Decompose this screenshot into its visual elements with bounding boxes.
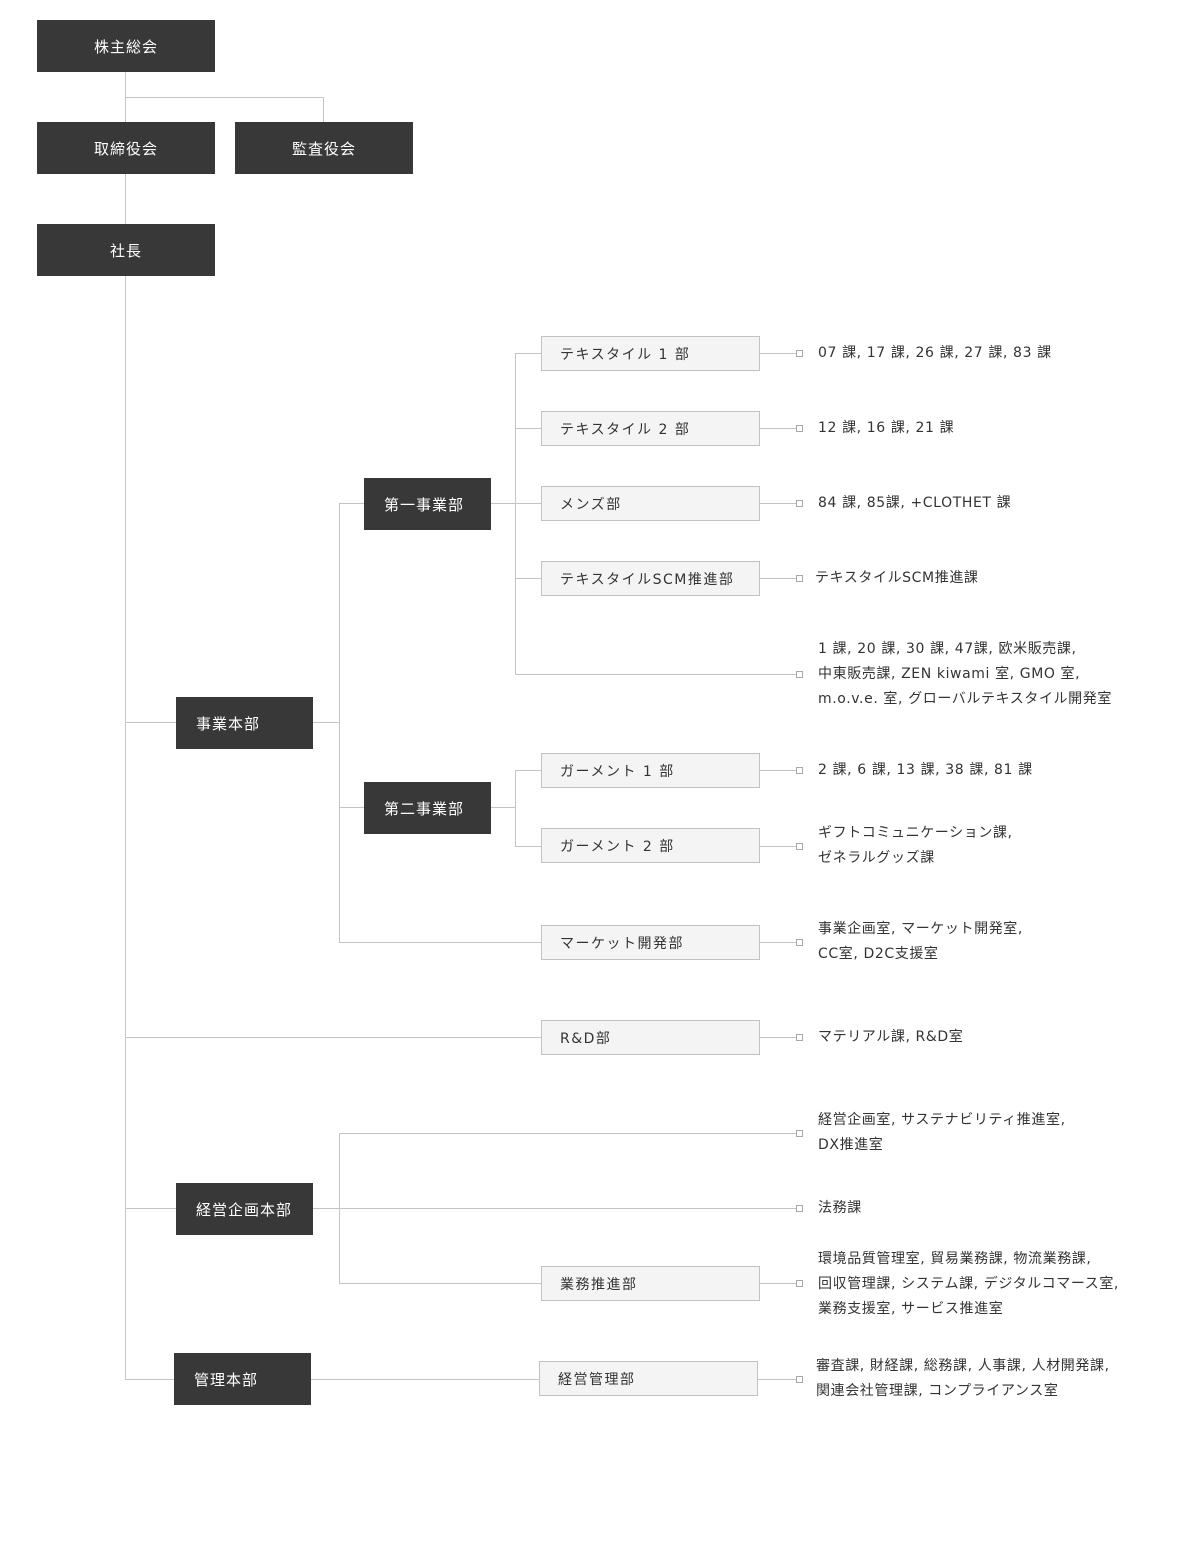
- section-line: 84 課, 85課, +CLOTHET 課: [818, 495, 1012, 511]
- sections-management-admin: 審査課, 財経課, 総務課, 人事課, 人材開発課, 関連会社管理課, コンプラ…: [816, 1354, 1110, 1404]
- node-business-hq: 事業本部: [176, 697, 313, 749]
- node-dept-management-admin: 経営管理部: [539, 1361, 758, 1396]
- section-line: 環境品質管理室, 貿易業務課, 物流業務課,: [818, 1251, 1092, 1267]
- section-line: 07 課, 17 課, 26 課, 27 課, 83 課: [818, 345, 1052, 361]
- section-line: 1 課, 20 課, 30 課, 47課, 欧米販売課,: [818, 641, 1077, 657]
- section-line: 2 課, 6 課, 13 課, 38 課, 81 課: [818, 762, 1033, 778]
- section-line: 中東販売課, ZEN kiwami 室, GMO 室,: [818, 666, 1081, 682]
- section-line: 審査課, 財経課, 総務課, 人事課, 人材開発課,: [816, 1358, 1110, 1374]
- sections-textile-2: 12 課, 16 課, 21 課: [818, 416, 954, 441]
- node-dept-rnd: R&D部: [541, 1020, 760, 1055]
- section-line: CC室, D2C支援室: [818, 946, 939, 962]
- section-line: 回収管理課, システム課, デジタルコマース室,: [818, 1276, 1119, 1292]
- sections-first-division-direct: 1 課, 20 課, 30 課, 47課, 欧米販売課, 中東販売課, ZEN …: [818, 637, 1112, 712]
- section-line: 関連会社管理課, コンプライアンス室: [816, 1383, 1059, 1399]
- node-dept-mens: メンズ部: [541, 486, 760, 521]
- node-dept-garment-2: ガーメント 2 部: [541, 828, 760, 863]
- section-line: ゼネラルグッズ課: [818, 850, 935, 866]
- connector-marker: [796, 575, 803, 582]
- connector-marker: [796, 671, 803, 678]
- connector-marker: [796, 1205, 803, 1212]
- connector-marker: [796, 425, 803, 432]
- node-dept-garment-1: ガーメント 1 部: [541, 753, 760, 788]
- sections-garment-1: 2 課, 6 課, 13 課, 38 課, 81 課: [818, 758, 1033, 783]
- section-line: 12 課, 16 課, 21 課: [818, 420, 955, 436]
- node-president: 社長: [37, 224, 215, 276]
- section-line: 法務課: [818, 1200, 862, 1216]
- sections-legal: 法務課: [818, 1196, 862, 1221]
- node-dept-textile-1: テキスタイル 1 部: [541, 336, 760, 371]
- node-dept-business-promotion: 業務推進部: [541, 1266, 760, 1301]
- connector-marker: [796, 843, 803, 850]
- section-line: 事業企画室, マーケット開発室,: [818, 921, 1023, 937]
- section-line: ギフトコミュニケーション課,: [818, 825, 1013, 841]
- connector-marker: [796, 1280, 803, 1287]
- sections-mens: 84 課, 85課, +CLOTHET 課: [818, 491, 1011, 516]
- node-dept-textile-scm: テキスタイルSCM推進部: [541, 561, 760, 596]
- section-line: 経営企画室, サステナビリティ推進室,: [818, 1112, 1066, 1128]
- node-board-of-directors: 取締役会: [37, 122, 215, 174]
- sections-market-development: 事業企画室, マーケット開発室, CC室, D2C支援室: [818, 917, 1023, 967]
- sections-textile-1: 07 課, 17 課, 26 課, 27 課, 83 課: [818, 341, 1052, 366]
- section-line: マテリアル課, R&D室: [818, 1029, 964, 1045]
- connector-marker: [796, 350, 803, 357]
- node-dept-market-development: マーケット開発部: [541, 925, 760, 960]
- sections-business-promotion: 環境品質管理室, 貿易業務課, 物流業務課, 回収管理課, システム課, デジタ…: [818, 1247, 1119, 1322]
- sections-garment-2: ギフトコミュニケーション課, ゼネラルグッズ課: [818, 821, 1013, 871]
- connector-marker: [796, 1376, 803, 1383]
- connector-marker: [796, 767, 803, 774]
- sections-textile-scm: テキスタイルSCM推進課: [815, 566, 979, 591]
- node-audit-board: 監査役会: [235, 122, 413, 174]
- node-second-division: 第二事業部: [364, 782, 491, 834]
- connector-marker: [796, 1130, 803, 1137]
- node-dept-textile-2: テキスタイル 2 部: [541, 411, 760, 446]
- section-line: m.o.v.e. 室, グローバルテキスタイル開発室: [818, 691, 1112, 707]
- node-first-division: 第一事業部: [364, 478, 491, 530]
- node-planning-hq: 経営企画本部: [176, 1183, 313, 1235]
- connector-marker: [796, 500, 803, 507]
- connector-marker: [796, 1034, 803, 1041]
- section-line: テキスタイルSCM推進課: [815, 570, 979, 586]
- section-line: DX推進室: [818, 1137, 884, 1153]
- sections-planning-office: 経営企画室, サステナビリティ推進室, DX推進室: [818, 1108, 1066, 1158]
- node-admin-hq: 管理本部: [174, 1353, 311, 1405]
- sections-rnd: マテリアル課, R&D室: [818, 1025, 963, 1050]
- section-line: 業務支援室, サービス推進室: [818, 1301, 1004, 1317]
- node-shareholders-meeting: 株主総会: [37, 20, 215, 72]
- connector-marker: [796, 939, 803, 946]
